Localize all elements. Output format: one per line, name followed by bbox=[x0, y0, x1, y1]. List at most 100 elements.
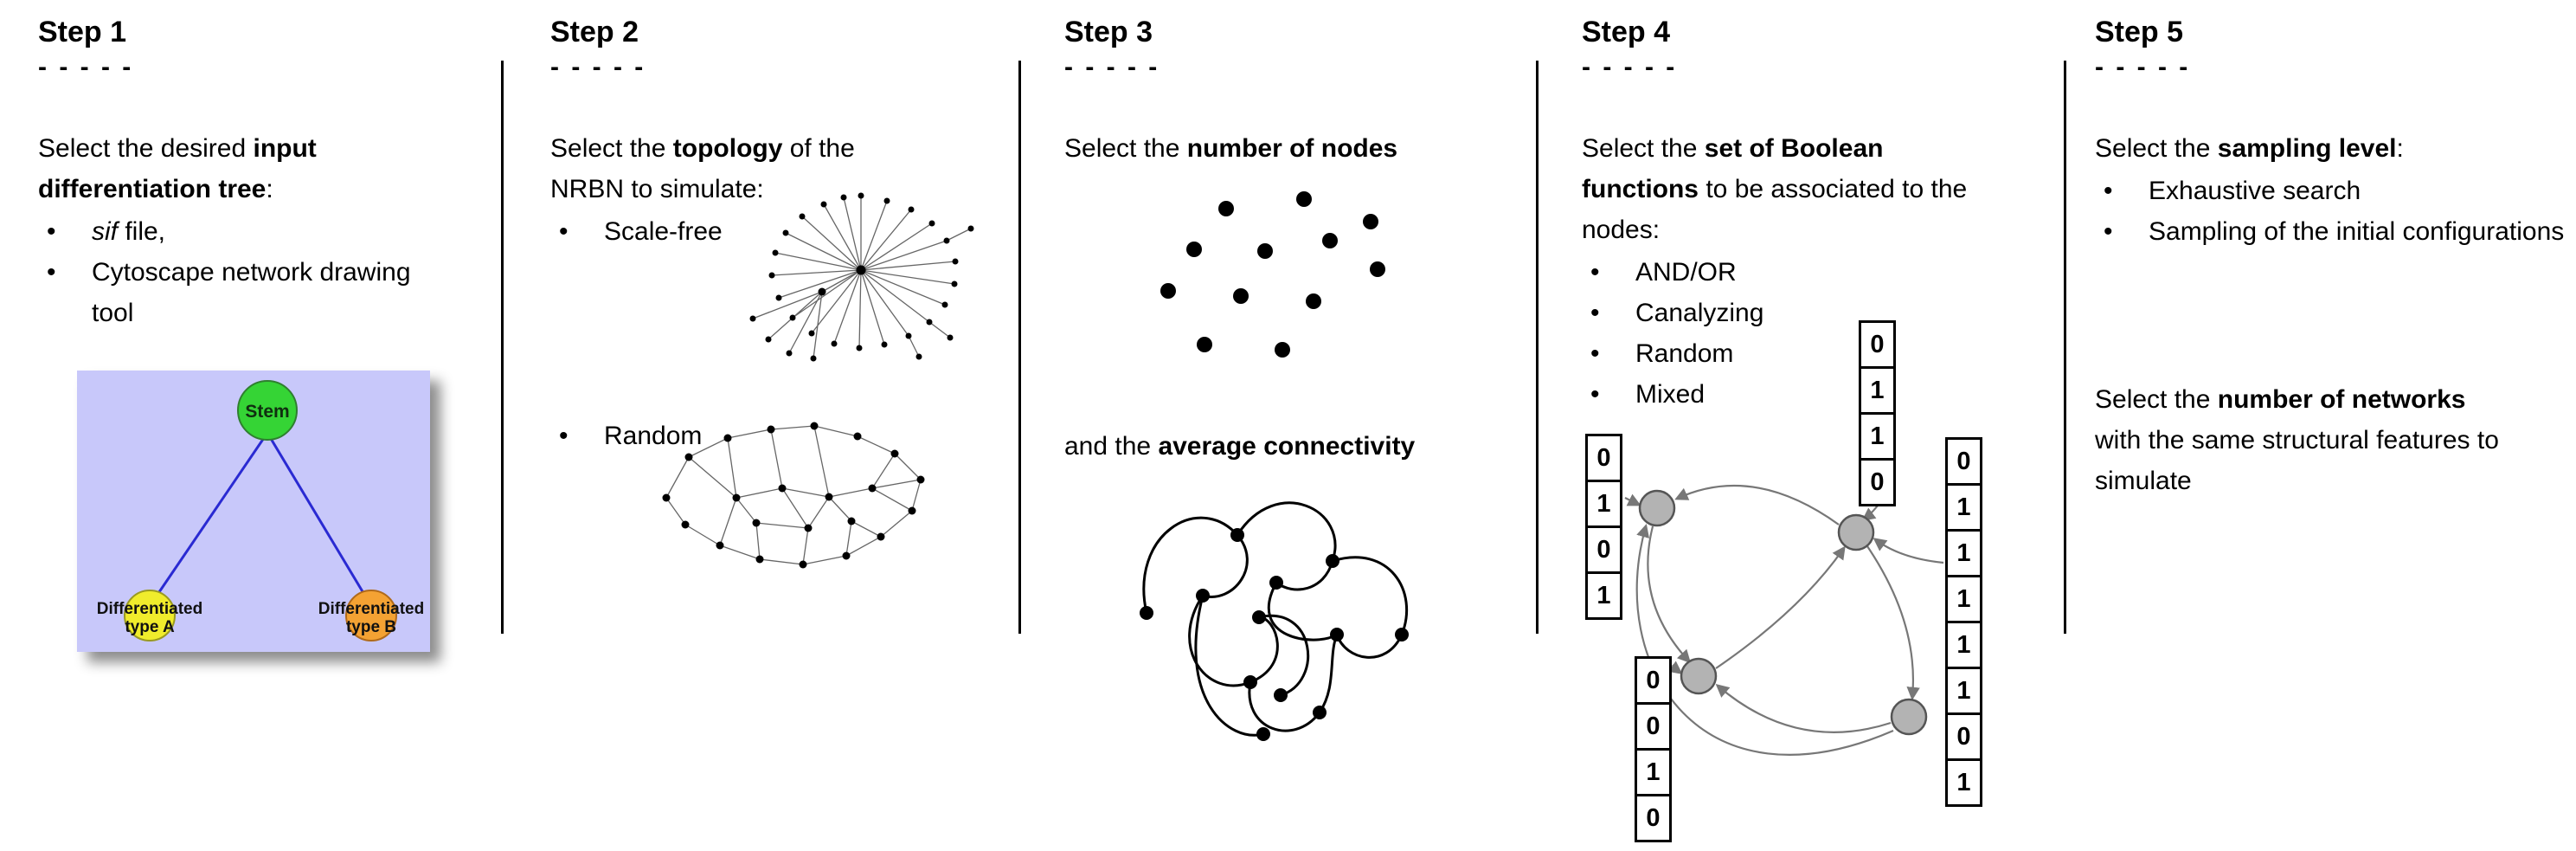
column-separator bbox=[2064, 61, 2066, 634]
step5-second-paragraph: Select the number of networks with the s… bbox=[2095, 385, 2499, 495]
step3-text: Select the number of nodes bbox=[1064, 128, 1523, 169]
truth-table-cell: 1 bbox=[1945, 758, 1982, 807]
tree-edge-b bbox=[266, 432, 373, 607]
random-network-graphic bbox=[662, 422, 925, 569]
step5-title: Step 5 bbox=[2095, 16, 2184, 48]
differentiation-tree-svg: Stem Differentiated type A Differentiate… bbox=[77, 371, 430, 652]
step4-bullet-mixed: Mixed bbox=[1582, 374, 1975, 415]
step3-dashes: - - - - - bbox=[1064, 53, 1160, 81]
type-a-node bbox=[124, 590, 176, 641]
step1-title: Step 1 bbox=[38, 16, 127, 48]
step5-bullet-sampling: Sampling of the initial configurations bbox=[2095, 211, 2576, 252]
boolean-node-3 bbox=[1680, 657, 1718, 695]
truth-table-cell: 1 bbox=[1585, 571, 1622, 620]
nodes-dots-graphic bbox=[1160, 191, 1385, 358]
truth-table-cell: 0 bbox=[1945, 712, 1982, 761]
truth-table-right: 0 1 1 1 1 1 0 1 bbox=[1945, 437, 1982, 807]
step2-text: Select the topology of the NRBN to simul… bbox=[550, 128, 935, 252]
truth-table-left: 0 1 0 1 bbox=[1585, 434, 1622, 620]
type-b-label-line1: Differentiated bbox=[318, 600, 424, 618]
step1-intro: Select the desired input differentiation… bbox=[38, 134, 317, 203]
truth-table-cell: 1 bbox=[1635, 748, 1672, 796]
tangle-dots bbox=[1140, 528, 1409, 741]
scale-free-nodes bbox=[749, 192, 974, 362]
boolean-node-1 bbox=[1638, 489, 1676, 527]
type-b-node bbox=[345, 590, 397, 641]
truth-table-cell: 0 bbox=[1635, 794, 1672, 842]
step2-bullet-scale-free: Scale-free bbox=[550, 211, 935, 252]
step4-bullets: AND/OR Canalyzing Random Mixed bbox=[1582, 252, 1975, 415]
step4-dashes: - - - - - bbox=[1582, 53, 1678, 81]
truth-table-cell: 1 bbox=[1945, 483, 1982, 532]
truth-table-cell: 1 bbox=[1945, 575, 1982, 623]
step1-text: Select the desired input differentiation… bbox=[38, 128, 423, 333]
boolean-arrows bbox=[1624, 485, 1944, 756]
truth-table-cell: 0 bbox=[1635, 656, 1672, 705]
step4-bullet-canalyzing: Canalyzing bbox=[1582, 293, 1975, 333]
tangle-curves bbox=[1142, 501, 1409, 737]
stem-label: Stem bbox=[245, 402, 289, 422]
step1-bullets: sif file, Cytoscape network drawing tool bbox=[38, 211, 423, 333]
step1-bullet-cytoscape: Cytoscape network drawing tool bbox=[38, 252, 423, 333]
step3-column: Step 3 - - - - - Select the number of no… bbox=[1064, 12, 1523, 169]
step5-intro: Select the sampling level: bbox=[2095, 134, 2404, 163]
step1-column: Step 1 - - - - - Select the desired inpu… bbox=[38, 12, 423, 333]
differentiation-tree-graphic: Stem Differentiated type A Differentiate… bbox=[77, 371, 430, 652]
connectivity-tangle-graphic bbox=[1140, 501, 1409, 741]
step4-bullet-andor: AND/OR bbox=[1582, 252, 1975, 293]
scale-free-edges bbox=[752, 196, 972, 359]
step4-intro: Select the set of Boolean functions to b… bbox=[1582, 134, 1968, 244]
stem-node bbox=[237, 380, 298, 441]
type-a-label-line1: Differentiated bbox=[97, 600, 202, 618]
truth-table-cell: 1 bbox=[1859, 412, 1896, 461]
type-a-label-line2: type A bbox=[125, 618, 175, 636]
boolean-network-svg bbox=[1624, 485, 1944, 756]
boolean-network-graphic: 0 1 1 0 0 1 0 1 0 1 1 1 1 1 0 1 0 0 1 0 bbox=[1580, 294, 1997, 851]
step2-title: Step 2 bbox=[550, 16, 639, 48]
truth-table-cell: 0 bbox=[1585, 525, 1622, 574]
truth-table-cell: 1 bbox=[1945, 621, 1982, 669]
step5-text: Select the sampling level: Exhaustive se… bbox=[2095, 128, 2576, 252]
scale-free-network-graphic bbox=[749, 192, 974, 362]
step4-text: Select the set of Boolean functions to b… bbox=[1582, 128, 1975, 415]
step3-title: Step 3 bbox=[1064, 16, 1153, 48]
dots bbox=[1160, 191, 1385, 358]
truth-table-cell: 1 bbox=[1585, 480, 1622, 528]
step2-column: Step 2 - - - - - Select the topology of … bbox=[550, 12, 935, 252]
step2-random-bullet-wrap: Random bbox=[550, 414, 810, 456]
random-nodes bbox=[662, 422, 925, 569]
truth-table-cell: 0 bbox=[1859, 458, 1896, 506]
step2-bullets: Scale-free bbox=[550, 211, 935, 252]
step1-dashes: - - - - - bbox=[38, 53, 134, 81]
step5-dashes: - - - - - bbox=[2095, 53, 2191, 81]
truth-table-cell: 0 bbox=[1945, 437, 1982, 486]
boolean-node-4 bbox=[1890, 698, 1928, 736]
step4-bullet-random: Random bbox=[1582, 333, 1975, 374]
step2-dashes: - - - - - bbox=[550, 53, 646, 81]
truth-table-cell: 1 bbox=[1859, 366, 1896, 415]
tree-edge-a bbox=[148, 432, 269, 607]
column-separator bbox=[1536, 61, 1539, 634]
step1-bullet-sif: sif file, bbox=[38, 211, 423, 252]
step5-column: Step 5 - - - - - Select the sampling lev… bbox=[2095, 12, 2576, 252]
truth-table-cell: 1 bbox=[1945, 667, 1982, 715]
step5-bullets: Exhaustive search Sampling of the initia… bbox=[2095, 171, 2576, 252]
column-separator bbox=[501, 61, 504, 634]
step4-title: Step 4 bbox=[1582, 16, 1671, 48]
truth-table-top: 0 1 1 0 bbox=[1859, 320, 1896, 506]
column-separator bbox=[1018, 61, 1021, 634]
boolean-node-2 bbox=[1837, 513, 1875, 551]
truth-table-cell: 0 bbox=[1585, 434, 1622, 482]
step3-line1: Select the number of nodes bbox=[1064, 134, 1398, 163]
truth-table-bottom: 0 0 1 0 bbox=[1635, 656, 1672, 842]
step2-intro: Select the topology of the NRBN to simul… bbox=[550, 134, 855, 203]
step3-line2: and the average connectivity bbox=[1064, 432, 1416, 461]
step4-column: Step 4 - - - - - Select the set of Boole… bbox=[1582, 12, 1975, 415]
step2-bullet-random: Random bbox=[550, 416, 810, 456]
random-edges bbox=[665, 425, 922, 565]
boolean-nodes bbox=[1638, 489, 1928, 736]
type-b-label-line2: type B bbox=[346, 618, 396, 636]
step5-bullet-exhaustive: Exhaustive search bbox=[2095, 171, 2576, 211]
truth-table-cell: 1 bbox=[1945, 529, 1982, 577]
